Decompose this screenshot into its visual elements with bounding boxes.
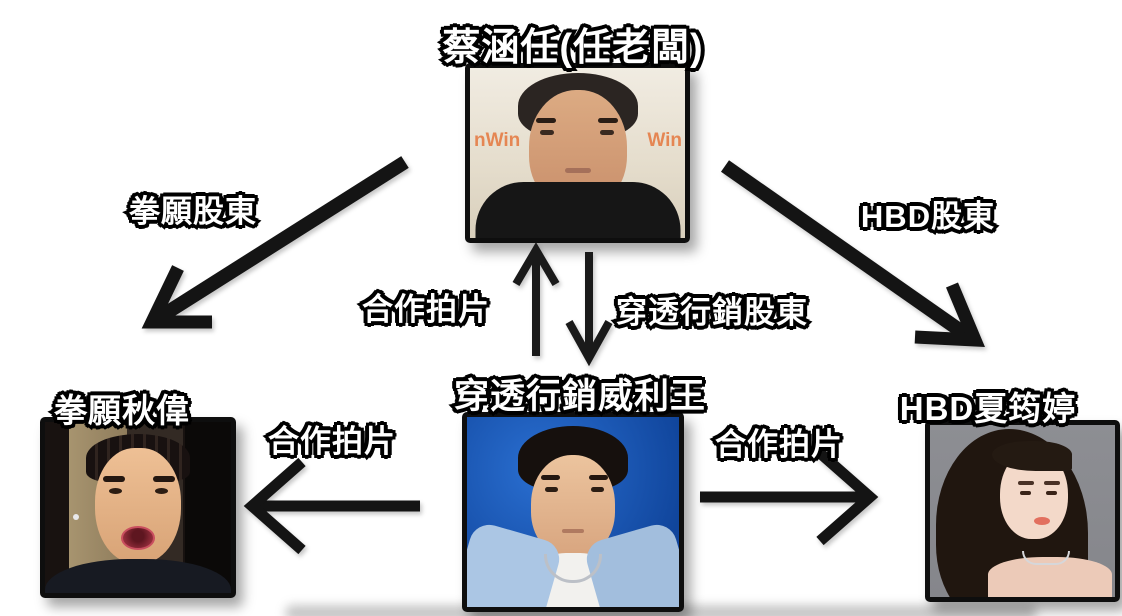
boss-mouth xyxy=(564,168,591,173)
boss-photo: nWin Win xyxy=(465,63,690,243)
quanyuan-eye-right xyxy=(155,488,168,494)
boss-watermark-right: Win xyxy=(647,130,682,151)
quanyuan-open-mouth xyxy=(121,526,155,550)
edge-label-quanyuan-shareholder: 拳願股東 xyxy=(126,191,259,232)
hbd-name-label: HBD夏筠婷 xyxy=(897,387,1078,430)
hbd-brow-right xyxy=(1044,481,1060,485)
boss-eye-left xyxy=(540,130,554,135)
hbd-hair-fringe xyxy=(992,441,1072,471)
willy-eye-right xyxy=(591,487,604,492)
arrow-boss-to-willy-down xyxy=(565,252,613,367)
arrow-willy-to-hbd xyxy=(700,448,879,546)
edge-label-collab-up: 合作拍片 xyxy=(359,289,492,330)
arrow-willy-to-boss-up xyxy=(512,242,560,356)
willy-mouth xyxy=(562,529,584,533)
hbd-brow-left xyxy=(1018,481,1034,485)
boss-name-label: 蔡涵任(任老闆) xyxy=(439,24,705,72)
willy-brow-left xyxy=(541,475,560,480)
willy-photo xyxy=(462,412,684,612)
edge-label-collab-right: 合作拍片 xyxy=(712,424,845,465)
quanyuan-brow-right xyxy=(153,476,175,482)
boss-brow-right xyxy=(598,118,618,123)
hbd-eye-left xyxy=(1020,491,1031,495)
willy-name-label: 穿透行銷威利王 xyxy=(451,374,708,419)
edge-label-hbd-shareholder: HBD股東 xyxy=(858,196,997,237)
boss-shirt xyxy=(475,182,680,238)
willy-brow-right xyxy=(589,475,608,480)
quanyuan-brow-left xyxy=(103,476,125,482)
quanyuan-earring xyxy=(73,514,79,520)
hbd-eye-right xyxy=(1046,491,1057,495)
quanyuan-name-label: 拳願秋偉 xyxy=(51,389,192,432)
quanyuan-eye-left xyxy=(109,488,122,494)
hbd-lips xyxy=(1034,517,1050,525)
hbd-choker xyxy=(1022,551,1070,565)
arrow-willy-to-quanyuan xyxy=(243,457,420,555)
edge-label-collab-left: 合作拍片 xyxy=(265,421,398,462)
quanyuan-photo xyxy=(40,417,236,598)
boss-eye-right xyxy=(600,130,614,135)
willy-eye-left xyxy=(545,487,558,492)
boss-brow-left xyxy=(536,118,556,123)
boss-watermark-left: nWin xyxy=(474,130,521,151)
edge-label-penetrate-shareholder: 穿透行銷股東 xyxy=(613,292,810,333)
hbd-photo xyxy=(925,420,1120,602)
